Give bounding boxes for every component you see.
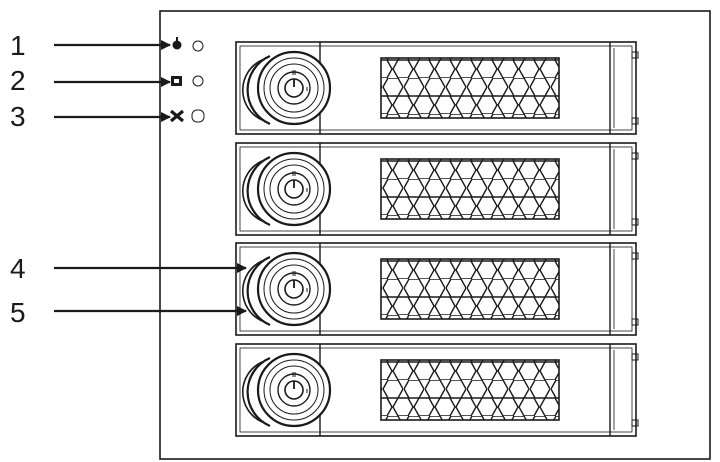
power-icon <box>172 37 182 50</box>
drive-bay-2 <box>234 141 640 237</box>
activity-led <box>192 75 204 87</box>
status-indicators <box>169 37 205 123</box>
callout-4-label: 4 <box>10 253 26 284</box>
callout-5-label: 5 <box>10 297 26 328</box>
drive-bay-3 <box>234 241 640 337</box>
callout-2-label: 2 <box>10 65 26 96</box>
callout-1-label: 1 <box>10 30 26 61</box>
activity-icon <box>171 76 182 86</box>
fault-icon <box>169 109 185 123</box>
fault-led <box>191 109 205 123</box>
power-led <box>192 40 204 52</box>
drive-bay-4 <box>234 342 640 438</box>
callout-3-label: 3 <box>10 101 26 132</box>
drive-bay-1 <box>234 40 640 136</box>
